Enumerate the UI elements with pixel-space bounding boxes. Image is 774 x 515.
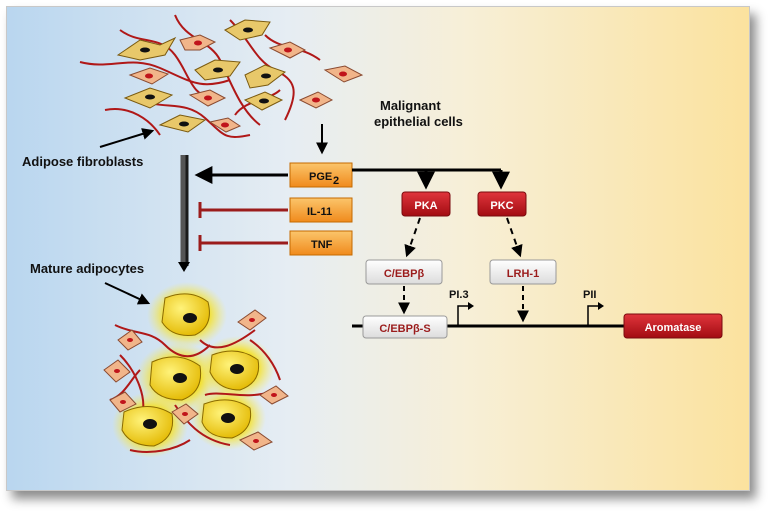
lrh1-label: LRH-1	[507, 268, 539, 280]
label-adipose-fibroblasts: Adipose fibroblasts	[22, 154, 143, 169]
kinase-pka: PKA	[401, 191, 451, 217]
label-malignant-line2: epithelial cells	[374, 114, 463, 129]
tf-cebpb-s: C/EBPβ-S	[362, 315, 448, 339]
cell-cluster-top	[79, 14, 364, 138]
arrow-pkc-to-lrh1	[506, 217, 523, 258]
factor-il11: IL-11	[289, 197, 353, 223]
il11-label: IL-11	[307, 206, 332, 218]
cebpb-label: C/EBPβ	[384, 268, 425, 280]
malignant-cells	[128, 34, 364, 133]
gene-aromatase: Aromatase	[623, 313, 723, 339]
pge2-subscript: 2	[333, 175, 339, 187]
inhibit-il11	[198, 202, 288, 218]
adipocyte-nuclei	[143, 313, 244, 429]
arrow-pka-to-cebpb	[404, 217, 421, 258]
factor-tnf: TNF	[289, 230, 353, 256]
label-mature-adipocytes: Mature adipocytes	[30, 261, 144, 276]
aromatase-label: Aromatase	[645, 322, 702, 334]
cell-cluster-bottom	[103, 282, 289, 458]
arrow-adipocyte-pointer	[104, 282, 151, 305]
promoter-pii: PII	[583, 289, 604, 325]
cebpb-s-label: C/EBPβ-S	[379, 323, 430, 335]
tf-cebpb: C/EBPβ	[365, 259, 443, 285]
promoter-pi3: PI.3	[449, 289, 474, 325]
inhibit-tnf	[198, 235, 288, 251]
pkc-label: PKC	[490, 200, 513, 212]
factor-pge2: PGE 2	[289, 162, 353, 188]
pi3-label: PI.3	[449, 289, 469, 301]
fibroblast-nuclei-bottom	[114, 318, 277, 443]
pka-label: PKA	[414, 200, 437, 212]
kinase-pkc: PKC	[477, 191, 527, 217]
pge2-signal-lines	[352, 168, 510, 190]
differentiation-arrow	[178, 155, 190, 272]
label-malignant-line1: Malignant	[380, 98, 441, 113]
malignant-nuclei	[145, 40, 347, 128]
pii-label: PII	[583, 289, 596, 301]
tnf-label: TNF	[311, 239, 333, 251]
arrow-fibroblast-pointer	[99, 128, 155, 148]
pge2-label: PGE	[309, 171, 332, 183]
tf-lrh1: LRH-1	[489, 259, 557, 285]
cell-nuclei-top	[140, 27, 271, 127]
